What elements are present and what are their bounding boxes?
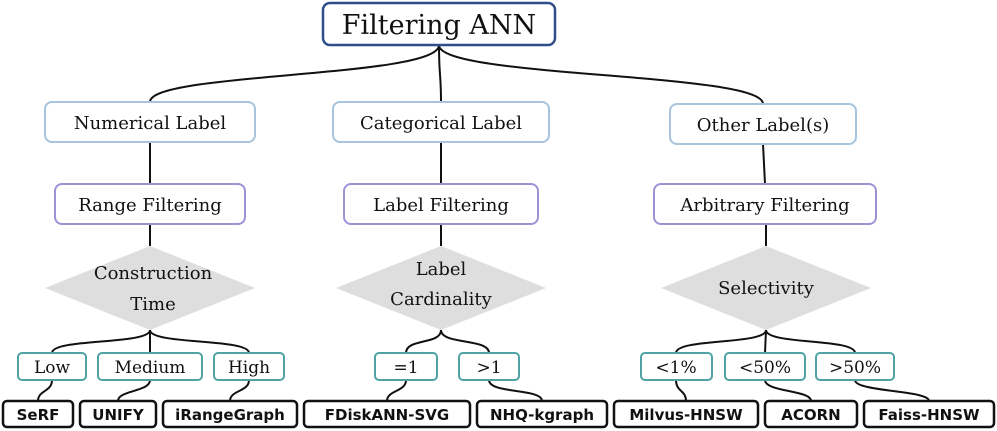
option-node: <1% (640, 352, 713, 381)
criterion-line-1: Label (416, 259, 467, 280)
connector-line (438, 44, 442, 103)
method-node: Faiss-HNSW (862, 399, 996, 429)
connector-line (229, 379, 250, 402)
criterion-diamond: Label Cardinality (336, 246, 546, 330)
method-label: UNIFY (92, 406, 145, 424)
criterion-line-2: Cardinality (390, 289, 492, 310)
option-node: Low (17, 352, 87, 381)
connector-line (764, 329, 767, 354)
option-label: <50% (739, 358, 791, 378)
connector-line (762, 143, 766, 185)
column-other: Other Label(s) Arbitrary Filtering Selec… (612, 103, 996, 429)
method-label: SeRF (17, 406, 60, 424)
label-type-text: Other Label(s) (697, 115, 829, 136)
method-node: iRangeGraph (161, 399, 299, 429)
filter-type-node: Label Filtering (343, 183, 539, 225)
connector-line (675, 379, 687, 402)
connector-line (488, 379, 543, 402)
option-label: Low (34, 358, 71, 378)
filter-type-text: Range Filtering (78, 195, 222, 216)
connector-line (765, 329, 856, 354)
label-type-text: Numerical Label (74, 113, 227, 134)
criterion-diamond: Selectivity (661, 246, 871, 330)
filter-type-node: Range Filtering (54, 183, 246, 225)
option-node: >1 (458, 352, 520, 381)
criterion-line-2: Time (130, 294, 175, 315)
connector-line (117, 379, 151, 402)
column-numerical: Numerical Label Range Filtering Construc… (1, 101, 299, 429)
method-node: NHQ-kgraph (475, 399, 609, 429)
connector-line (438, 44, 764, 105)
connector-line (675, 329, 767, 354)
method-label: NHQ-kgraph (490, 406, 594, 424)
method-label: Faiss-HNSW (878, 406, 980, 424)
option-label: >50% (829, 358, 881, 378)
method-node: ACORN (763, 399, 859, 429)
label-type-node: Categorical Label (332, 101, 550, 143)
method-node: Milvus-HNSW (612, 399, 760, 429)
option-node: =1 (374, 352, 438, 381)
option-label: <1% (655, 358, 696, 378)
criterion-line-1: Selectivity (718, 278, 815, 299)
option-label: High (228, 358, 270, 378)
method-node: FDiskANN-SVG (302, 399, 472, 429)
label-type-text: Categorical Label (360, 113, 522, 134)
column-categorical: Categorical Label Label Filtering Label … (302, 101, 609, 429)
root-node: Filtering ANN (321, 1, 557, 47)
option-node: <50% (724, 352, 806, 381)
option-node: >50% (815, 352, 895, 381)
filter-type-text: Label Filtering (373, 195, 509, 216)
option-label: Medium (115, 358, 186, 378)
method-label: FDiskANN-SVG (325, 406, 449, 424)
connector-line (440, 329, 490, 354)
method-label: iRangeGraph (175, 406, 285, 424)
label-type-node: Numerical Label (44, 101, 256, 143)
root-label: Filtering ANN (342, 10, 536, 41)
connector-line (51, 329, 151, 354)
method-label: ACORN (781, 406, 840, 424)
connector-line (149, 329, 250, 354)
connector-line (149, 44, 440, 103)
method-label: Milvus-HNSW (629, 406, 743, 424)
connector-line (405, 329, 442, 354)
filter-type-text: Arbitrary Filtering (679, 195, 849, 216)
filter-type-node: Arbitrary Filtering (653, 183, 877, 225)
criterion-diamond: Construction Time (45, 246, 255, 330)
connector-line (854, 379, 930, 402)
option-node: Medium (97, 352, 203, 381)
criterion-line-1: Construction (94, 263, 213, 284)
connector-line (764, 379, 812, 402)
option-label: =1 (393, 358, 418, 378)
option-label: >1 (476, 358, 501, 378)
option-node: High (213, 352, 285, 381)
connector-line (37, 379, 53, 402)
connectors (37, 44, 930, 402)
method-node: SeRF (1, 399, 75, 429)
connector-line (386, 379, 407, 402)
label-type-node: Other Label(s) (669, 103, 857, 145)
method-node: UNIFY (78, 399, 158, 429)
